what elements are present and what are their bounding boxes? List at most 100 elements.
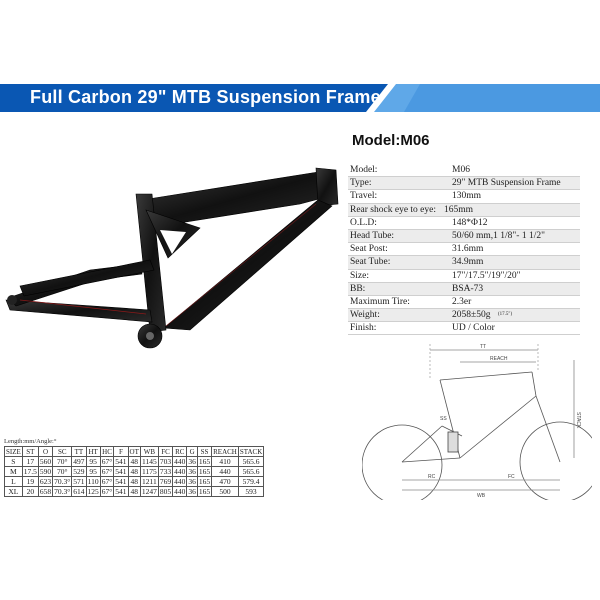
size-table-cell: 1211 — [139, 476, 159, 487]
size-table-header-cell: SIZE — [4, 446, 23, 457]
spec-label: O.L.D: — [350, 217, 377, 228]
size-table-header-cell: SS — [196, 446, 213, 457]
spec-value: 130mm — [452, 191, 482, 202]
spec-row: BB: BSA-73 — [348, 282, 580, 296]
spec-row: Seat Post:31.6mm — [348, 243, 580, 257]
spec-row: Model: M06 — [348, 164, 580, 178]
size-table-cell: 1175 — [139, 466, 159, 477]
size-table-cell: 529 — [71, 466, 87, 477]
spec-value: BSA-73 — [452, 283, 484, 294]
size-table-cell: 165 — [196, 486, 213, 497]
size-table-cell: 67° — [99, 486, 115, 497]
size-table-cell: 125 — [85, 486, 101, 497]
size-table-header-cell: ST — [21, 446, 39, 457]
size-table-cell: 497 — [71, 456, 87, 467]
spec-value: 34.9mm — [452, 257, 484, 268]
spec-label: Model: — [350, 165, 378, 175]
size-table-cell: 579.4 — [237, 476, 265, 487]
size-table-header-cell: RC — [172, 446, 188, 457]
spec-row: Weight: 2058±50g (17.5") — [348, 309, 580, 323]
size-table-cell: 67° — [99, 456, 115, 467]
spec-value: 2.3er — [452, 296, 472, 307]
geometry-diagram: TT REACH STACK WB RC FC SS — [362, 344, 592, 500]
size-table-header-cell: O — [37, 446, 54, 457]
wb-label: WB — [477, 493, 486, 499]
spec-value: 29" MTB Suspension Frame — [452, 178, 561, 189]
spec-row: Type: 29" MTB Suspension Frame — [348, 177, 580, 191]
spec-label: Rear shock eye to eye: — [350, 204, 436, 215]
reach-label: REACH — [490, 356, 508, 362]
size-table-cell: 48 — [127, 476, 141, 487]
spec-value: UD / Color — [452, 323, 495, 334]
spec-label: BB: — [350, 283, 366, 294]
spec-value: 31.6mm — [452, 244, 484, 255]
tt-label: TT — [480, 344, 486, 350]
size-table-cell: 48 — [127, 486, 141, 497]
size-table-cell: 36 — [186, 456, 198, 467]
size-table-cell: 70.3° — [52, 486, 73, 497]
spec-label: Finish: — [350, 323, 377, 334]
model-title: Model:M06 — [352, 132, 430, 149]
size-table-cell: 590 — [37, 466, 54, 477]
size-table-cell: 440 — [172, 476, 188, 487]
size-table-cell: 165 — [196, 466, 213, 477]
size-table-cell: 500 — [211, 486, 239, 497]
size-table-cell: S — [4, 456, 23, 467]
size-table-header-cell: FC — [157, 446, 174, 457]
size-table-cell: 95 — [85, 466, 101, 477]
size-table-cell: 440 — [172, 456, 188, 467]
size-table-cell: 541 — [113, 486, 129, 497]
spec-value: 165mm — [444, 204, 474, 215]
size-table-cell: 733 — [157, 466, 174, 477]
size-table-cell: 17.5 — [21, 466, 39, 477]
size-table-cell: 67° — [99, 476, 115, 487]
size-table-cell: 440 — [211, 466, 239, 477]
size-table-cell: 19 — [21, 476, 39, 487]
spec-value: 148*Φ12 — [452, 217, 488, 228]
spec-note: (17.5") — [498, 312, 513, 318]
spec-row: Maximum Tire: 2.3er — [348, 296, 580, 310]
size-table-cell: 805 — [157, 486, 174, 497]
size-table-cell: 1247 — [139, 486, 159, 497]
size-table-header-cell: SC — [52, 446, 73, 457]
spec-row: Rear shock eye to eye: 165mm — [348, 203, 580, 217]
spec-label: Weight: — [350, 310, 380, 321]
size-table-header-cell: F — [113, 446, 129, 457]
size-table-cell: 623 — [37, 476, 54, 487]
size-table-cell: 36 — [186, 466, 198, 477]
size-table-cell: M — [4, 466, 23, 477]
size-table-cell: 70° — [52, 456, 73, 467]
size-table-cell: 614 — [71, 486, 87, 497]
size-table-cell: 658 — [37, 486, 54, 497]
size-table-cell: 17 — [21, 456, 39, 467]
size-table-header-cell: OT — [127, 446, 141, 457]
size-table-cell: 541 — [113, 466, 129, 477]
spec-label: Maximum Tire: — [350, 296, 410, 307]
spec-row: Seat Tube: 34.9mm — [348, 256, 580, 270]
rc-label: RC — [428, 474, 436, 480]
size-table-cell: 470 — [211, 476, 239, 487]
size-table-cell: 410 — [211, 456, 239, 467]
size-table-cell: 48 — [127, 466, 141, 477]
spec-row: O.L.D: 148*Φ12 — [348, 217, 580, 230]
spec-label: Seat Tube: — [350, 257, 391, 268]
size-table-cell: 165 — [196, 456, 213, 467]
spec-value: 2058±50g — [452, 310, 491, 321]
size-table-cell: 560 — [37, 456, 54, 467]
size-table-header-cell: WB — [139, 446, 159, 457]
spec-value: M06 — [452, 165, 470, 175]
spec-label: Type: — [350, 178, 372, 189]
size-table-cell: 565.6 — [237, 456, 265, 467]
size-table-cell: 36 — [186, 476, 198, 487]
size-table-cell: 165 — [196, 476, 213, 487]
size-table-cell: XL — [4, 486, 23, 497]
title-banner: Full Carbon 29" MTB Suspension Frame — [0, 84, 600, 112]
size-table-header-cell: G — [186, 446, 198, 457]
size-table-header-cell: STACK — [237, 446, 265, 457]
fc-label: FC — [508, 474, 515, 480]
